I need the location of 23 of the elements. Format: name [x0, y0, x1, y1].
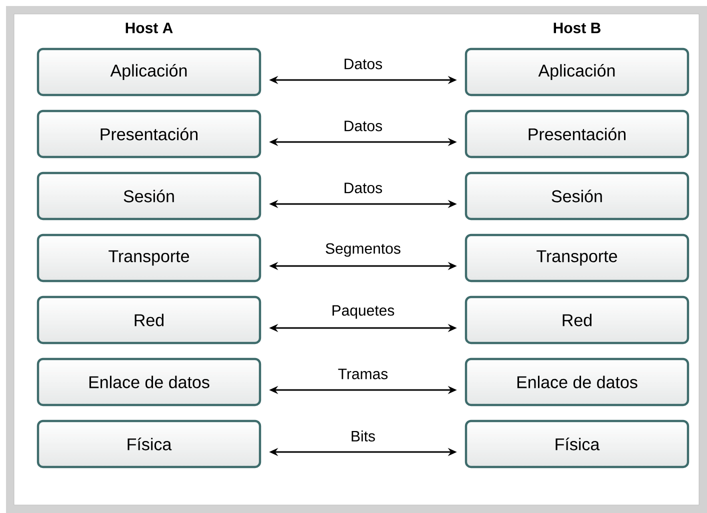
edge-label: Tramas [338, 368, 388, 380]
layer-box: Física [36, 420, 262, 468]
edge-label: Paquetes [332, 305, 394, 319]
column-heading: Host B [554, 22, 600, 34]
column-heading: Host A [126, 22, 173, 34]
layer-box: Enlace de datos [464, 358, 690, 406]
edge-label: Datos [344, 182, 382, 194]
layer-box: Red [36, 296, 262, 344]
layer-box: Enlace de datos [36, 358, 262, 406]
layer-box: Sesión [36, 172, 262, 220]
layer-box: Presentación [36, 110, 262, 158]
layer-box: Transporte [464, 234, 690, 282]
edge-label: Segmentos [326, 243, 400, 257]
edge-label: Datos [344, 58, 382, 70]
layer-box: Sesión [464, 172, 690, 220]
layer-box: Presentación [464, 110, 690, 158]
edge-label: Bits [352, 430, 375, 442]
layer-box: Aplicación [464, 48, 690, 96]
edge-label: Datos [344, 120, 382, 132]
layer-box: Aplicación [36, 48, 262, 96]
layer-box: Transporte [36, 234, 262, 282]
layer-box: Red [464, 296, 690, 344]
layer-box: Física [464, 420, 690, 468]
